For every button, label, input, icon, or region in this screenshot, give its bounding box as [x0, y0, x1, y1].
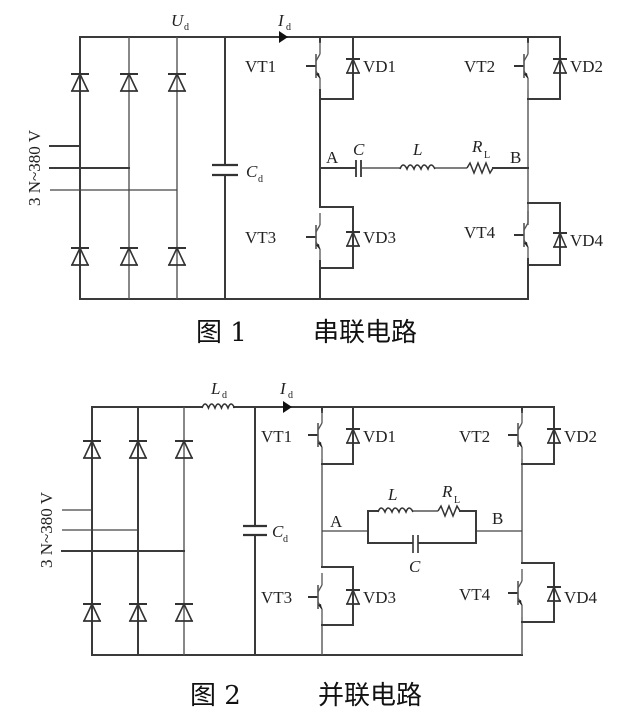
vt3-label: VT3	[245, 228, 276, 247]
dc-capacitor-label: C	[272, 522, 284, 541]
dc-current-label: I	[277, 11, 285, 30]
node-a-label: A	[326, 148, 339, 167]
dc-inductor-icon	[201, 403, 236, 411]
transistor-vt3-icon	[305, 212, 321, 262]
node-b-label: B	[492, 509, 503, 528]
vt3-label: VT3	[261, 588, 292, 607]
svg-text:d: d	[288, 390, 293, 401]
dc-inductor-label: L	[210, 379, 220, 398]
supply-label: 3 N~380 V	[25, 129, 44, 206]
load-inductor-label: L	[387, 485, 397, 504]
transistor-vt2-icon	[513, 41, 529, 91]
load-resistor-icon	[466, 160, 494, 176]
svg-text:d: d	[258, 174, 263, 185]
current-arrow-icon	[279, 31, 288, 43]
figure-2-parallel-circuit: 3 N~380 V L d C d I d VT1 VD1 VT3 VD3	[37, 379, 598, 711]
vt4-label: VT4	[464, 223, 496, 242]
vt4-label: VT4	[459, 585, 491, 604]
svg-text:d: d	[286, 22, 291, 33]
load-inductor-icon	[377, 507, 414, 514]
svg-text:L: L	[454, 495, 460, 506]
transistor-vt4-icon	[513, 210, 529, 260]
transistor-vt1-icon	[305, 41, 321, 91]
load-capacitor-label: C	[409, 557, 421, 576]
vd2-label: VD2	[570, 57, 603, 76]
load-inductor-label: L	[412, 140, 422, 159]
dc-current-label: I	[279, 379, 287, 398]
node-b-label: B	[510, 148, 521, 167]
vd4-label: VD4	[570, 231, 604, 250]
vd2-label: VD2	[564, 427, 597, 446]
vt1-label: VT1	[261, 427, 292, 446]
vd1-label: VD1	[363, 57, 396, 76]
figure-1-series-circuit: 3 N~380 V C d U d I d VT1 VD1 VT3 VD3	[25, 11, 604, 348]
load-resistor-label: R	[441, 482, 453, 501]
load-resistor-icon	[437, 503, 461, 519]
figure-1-caption-number: 图 1	[196, 318, 247, 348]
transistor-vt4-icon	[507, 568, 523, 618]
transistor-vt2-icon	[507, 410, 523, 460]
vd4-label: VD4	[564, 588, 598, 607]
vt2-label: VT2	[464, 57, 495, 76]
figure-2-caption-number: 图 2	[190, 681, 241, 711]
supply-label: 3 N~380 V	[37, 491, 56, 568]
dc-voltage-label: U	[171, 11, 185, 30]
svg-text:L: L	[484, 150, 490, 161]
load-capacitor-label: C	[353, 140, 365, 159]
figure-1-caption-title: 串联电路	[313, 318, 417, 348]
vt1-label: VT1	[245, 57, 276, 76]
load-inductor-icon	[399, 164, 436, 171]
vd3-label: VD3	[363, 228, 396, 247]
svg-text:d: d	[283, 534, 288, 545]
vt2-label: VT2	[459, 427, 490, 446]
figure-2-caption-title: 并联电路	[318, 681, 422, 711]
transistor-vt3-icon	[307, 572, 323, 622]
transistor-vt1-icon	[307, 410, 323, 460]
current-arrow-icon	[283, 401, 292, 413]
svg-text:d: d	[184, 22, 189, 33]
dc-capacitor-label: C	[246, 162, 258, 181]
vd3-label: VD3	[363, 588, 396, 607]
node-a-label: A	[330, 512, 343, 531]
load-resistor-label: R	[471, 137, 483, 156]
svg-text:d: d	[222, 390, 227, 401]
vd1-label: VD1	[363, 427, 396, 446]
